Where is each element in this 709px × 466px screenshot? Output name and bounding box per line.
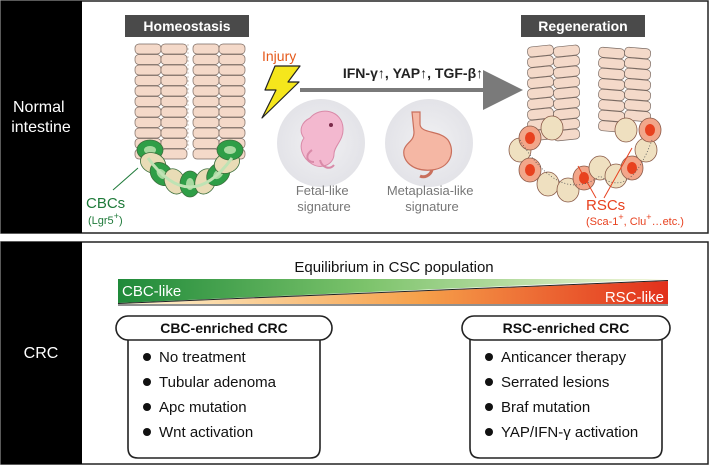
injury-label: Injury [262,48,296,64]
cbc-like-label: CBC-like [122,283,181,300]
rsc-list-item: Anticancer therapy [501,349,627,366]
rsc-label: RSCs [586,197,625,214]
rsc-list-item: YAP/IFN-γ activation [501,424,638,441]
rsc-box-title: RSC-enriched CRC [503,320,630,336]
crc-panel: CRC Equilibrium in CSC population CBC-li… [0,241,709,465]
equilibrium-label: Equilibrium in CSC population [294,259,493,276]
cbc-list-bullet [143,428,151,436]
rsc-list-item: Braf mutation [501,399,590,416]
cbc-label: CBCs [86,195,125,212]
cbc-list-bullet [143,403,151,411]
rsc-list-bullet [485,353,493,361]
cbc-list-item: Apc mutation [159,399,247,416]
regenerating-crypt-illustration [508,44,662,203]
rsc-pointer-1 [577,165,597,199]
rsc-list-bullet [485,403,493,411]
fetal-signature-label: Fetal-like signature [296,183,352,214]
signals-label: IFN-γ↑, YAP↑, TGF-β↑ [343,65,483,81]
row-label-crc: CRC [24,345,59,362]
cbc-pointer [112,167,139,191]
row-label-bar-top [1,1,82,233]
cbc-gradient-wedge [118,279,668,303]
cbc-list-bullet [143,353,151,361]
cbc-list-bullet [143,378,151,386]
lightning-icon [261,65,301,119]
regeneration-pill [521,15,645,37]
cbc-box-title: CBC-enriched CRC [160,320,288,336]
embryo-icon [300,110,344,169]
normal-intestine-panel: Normal intestine Homeostasis Regeneratio… [0,0,709,234]
metaplasia-signature: Metaplasia-like signature [385,99,477,214]
metaplasia-signature-label: Metaplasia-like signature [387,183,477,214]
rsc-list-bullet [485,428,493,436]
homeostasis-label: Homeostasis [143,18,230,34]
regeneration-label: Regeneration [538,18,627,34]
rsc-list-item: Serrated lesions [501,374,609,391]
rsc-marker: (Sca-1+, Clu+…etc.) [586,212,684,228]
rsc-like-label: RSC-like [605,289,664,306]
cbc-list-item: Wnt activation [159,424,253,441]
cbc-list-item: No treatment [159,349,247,366]
rsc-list-bullet [485,378,493,386]
row-label-bar-bottom [1,242,82,464]
gradient-triangle [117,279,669,306]
rsc-enriched-box: RSC-enriched CRC Anticancer therapySerra… [461,315,671,459]
stomach-icon [403,111,453,179]
homeostasis-pill [125,15,249,37]
rsc-pointer-2 [603,147,633,199]
crypt-illustration [134,43,246,198]
cbc-marker: (Lgr5+) [88,211,123,227]
fetal-signature: Fetal-like signature [277,99,365,214]
row-label-normal: Normal intestine [11,99,71,136]
cbc-list-item: Tubular adenoma [159,374,277,391]
